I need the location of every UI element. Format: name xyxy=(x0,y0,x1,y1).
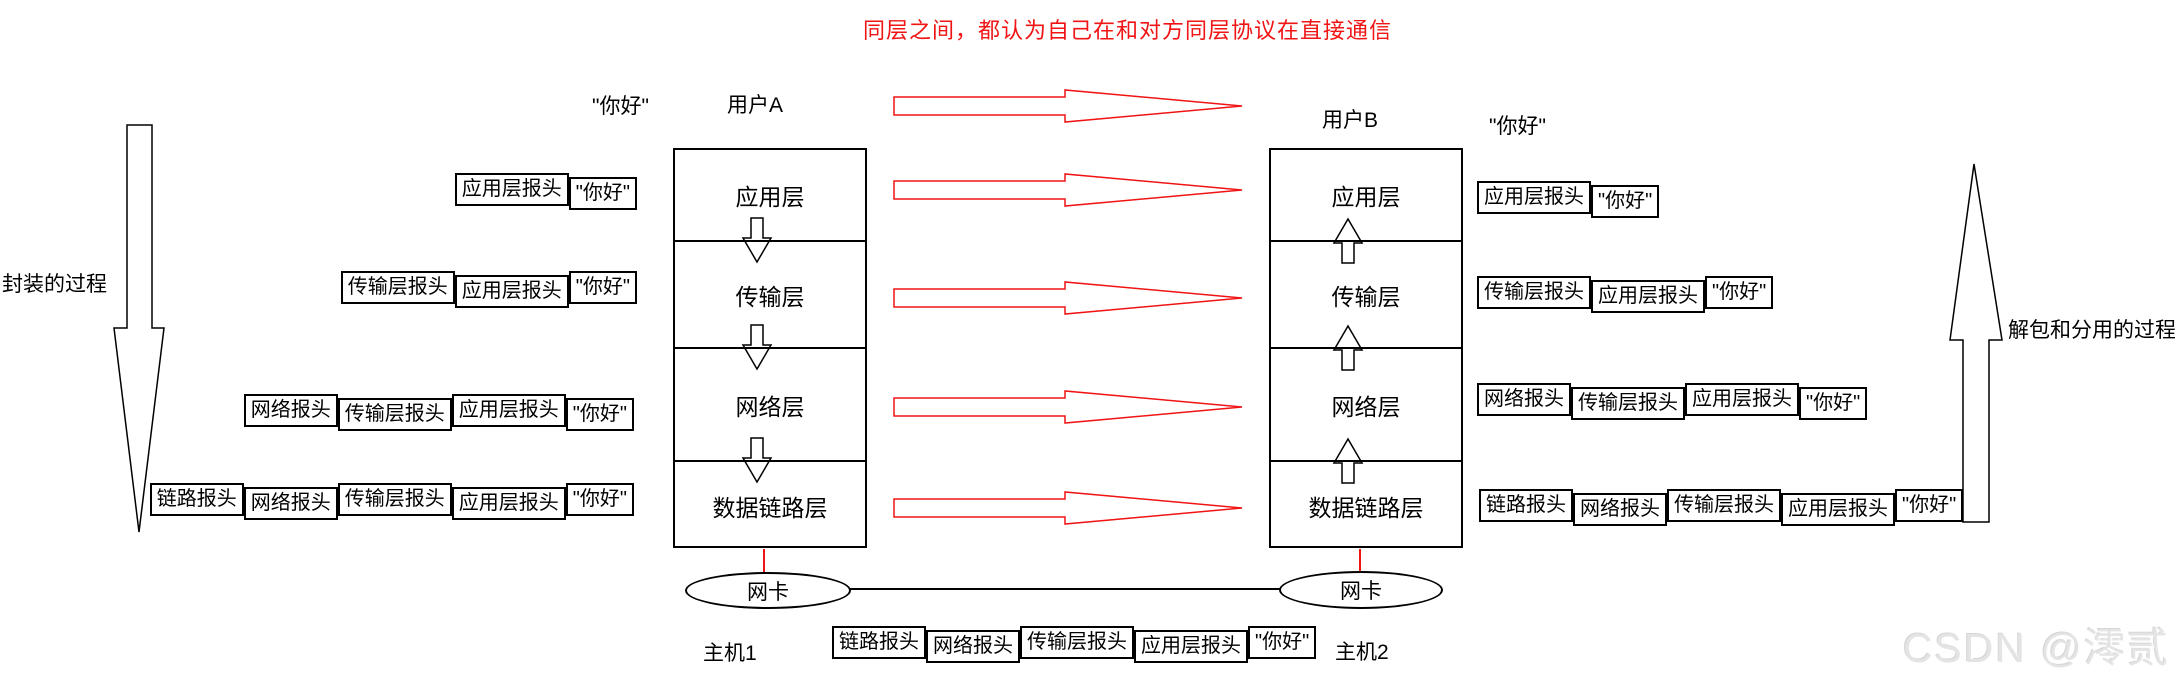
encapsulation-down-arrow-icon xyxy=(113,124,165,533)
layer-cell: 应用层 xyxy=(675,150,865,240)
packet-segment-transport: 传输层报头 xyxy=(1667,489,1781,522)
packet-segment-application: 应用层报头 xyxy=(454,275,569,308)
packet-segment-payload: "你好" xyxy=(1895,489,1964,522)
nic-label: 网卡 xyxy=(1340,580,1382,603)
nic-ellipse-right: 网卡 xyxy=(1279,571,1443,609)
user-b-label: 用户B xyxy=(1322,109,1379,132)
packet-segment-network: 网络报头 xyxy=(243,487,338,520)
packet-segment-payload: "你好" xyxy=(1705,276,1774,309)
packet-segment-application: 应用层报头 xyxy=(1781,493,1895,526)
nic-connector-left xyxy=(763,549,765,573)
host1-label: 主机1 xyxy=(703,642,757,665)
layer-cell: 应用层 xyxy=(1271,150,1461,240)
user-a-label: 用户A xyxy=(727,94,784,117)
packet-row-left-link: 链路报头网络报头传输层报头应用层报头"你好" xyxy=(149,483,634,520)
same-layer-arrow-icon xyxy=(893,173,1243,207)
decapsulation-label: 解包和分用的过程 xyxy=(2008,319,2175,342)
layer-label: 传输层 xyxy=(735,283,805,310)
packet-row-left-network: 网络报头传输层报头应用层报头"你好" xyxy=(243,394,634,431)
layer-cell: 网络层 xyxy=(1271,347,1461,460)
layer-label: 数据链路层 xyxy=(712,495,828,521)
layer-label: 网络层 xyxy=(1331,393,1401,420)
layer-label: 应用层 xyxy=(1331,184,1401,210)
packet-segment-transport: 传输层报头 xyxy=(337,398,452,431)
packet-row-right-link: 链路报头网络报头传输层报头应用层报头"你好" xyxy=(1479,489,1964,526)
packet-segment-payload: "你好" xyxy=(1591,185,1660,218)
packet-segment-payload: "你好" xyxy=(568,177,637,210)
packet-segment-application: 应用层报头 xyxy=(1685,383,1799,416)
layer-label: 传输层 xyxy=(1331,283,1401,310)
packet-segment-application: 应用层报头 xyxy=(1591,280,1705,313)
packet-segment-transport: 传输层报头 xyxy=(337,483,452,516)
packet-segment-transport: 传输层报头 xyxy=(340,271,455,304)
packet-segment-application: 应用层报头 xyxy=(451,487,566,520)
same-layer-arrow-icon xyxy=(893,281,1243,315)
layer-label: 数据链路层 xyxy=(1308,495,1424,521)
packet-segment-link: 链路报头 xyxy=(832,626,926,659)
protocol-stack-host1: 应用层传输层网络层数据链路层 xyxy=(673,148,867,548)
same-layer-caption: 同层之间，都认为自己在和对方同层协议在直接通信 xyxy=(863,18,1393,43)
nic-label: 网卡 xyxy=(747,580,789,604)
packet-segment-application: 应用层报头 xyxy=(1477,181,1591,214)
layer-down-arrow-icon xyxy=(741,324,773,371)
packet-row-wire: 链路报头网络报头传输层报头应用层报头"你好" xyxy=(832,626,1317,663)
packet-segment-application: 应用层报头 xyxy=(1134,630,1248,663)
nic-ellipse-left: 网卡 xyxy=(685,572,851,609)
layer-up-arrow-icon xyxy=(1332,324,1364,371)
nic-connector-right xyxy=(1359,549,1361,572)
physical-link-line xyxy=(768,588,1363,590)
same-layer-arrow-icon xyxy=(893,89,1243,123)
hello-label-left: "你好" xyxy=(592,95,649,118)
packet-segment-payload: "你好" xyxy=(1799,387,1868,420)
layer-up-arrow-icon xyxy=(1332,437,1364,484)
packet-row-left-transport: 传输层报头应用层报头"你好" xyxy=(340,271,637,308)
packet-row-right-transport: 传输层报头应用层报头"你好" xyxy=(1477,276,1774,313)
packet-segment-application: 应用层报头 xyxy=(451,394,566,427)
layer-label: 网络层 xyxy=(735,393,805,420)
same-layer-arrow-icon xyxy=(893,491,1243,525)
packet-segment-network: 网络报头 xyxy=(926,630,1020,663)
packet-segment-link: 链路报头 xyxy=(1479,489,1573,522)
packet-segment-transport: 传输层报头 xyxy=(1020,626,1134,659)
packet-segment-link: 链路报头 xyxy=(149,483,244,516)
protocol-stack-host2: 应用层传输层网络层数据链路层 xyxy=(1269,148,1463,548)
layer-cell: 数据链路层 xyxy=(1271,460,1461,550)
packet-segment-payload: "你好" xyxy=(565,483,634,516)
packet-segment-network: 网络报头 xyxy=(243,394,338,427)
packet-segment-network: 网络报头 xyxy=(1477,383,1571,416)
packet-segment-application: 应用层报头 xyxy=(454,173,569,206)
layer-label: 应用层 xyxy=(735,184,805,210)
packet-row-right-application: 应用层报头"你好" xyxy=(1477,181,1660,218)
csdn-watermark: CSDN @澪贰 xyxy=(1902,625,2170,671)
encapsulation-label: 封装的过程 xyxy=(2,273,107,296)
packet-row-right-network: 网络报头传输层报头应用层报头"你好" xyxy=(1477,383,1868,420)
layer-up-arrow-icon xyxy=(1332,217,1364,264)
decapsulation-up-arrow-icon xyxy=(1949,163,2003,523)
same-layer-arrow-icon xyxy=(893,390,1243,424)
layer-down-arrow-icon xyxy=(741,437,773,484)
packet-segment-payload: "你好" xyxy=(1248,626,1317,659)
host2-label: 主机2 xyxy=(1335,641,1389,664)
packet-row-left-application: 应用层报头"你好" xyxy=(454,173,637,210)
packet-segment-network: 网络报头 xyxy=(1573,493,1667,526)
packet-segment-transport: 传输层报头 xyxy=(1571,387,1685,420)
layer-down-arrow-icon xyxy=(741,217,773,264)
packet-segment-payload: "你好" xyxy=(568,271,637,304)
packet-segment-transport: 传输层报头 xyxy=(1477,276,1591,309)
packet-segment-payload: "你好" xyxy=(565,398,634,431)
layer-cell: 传输层 xyxy=(1271,240,1461,347)
hello-label-right: "你好" xyxy=(1489,115,1546,138)
